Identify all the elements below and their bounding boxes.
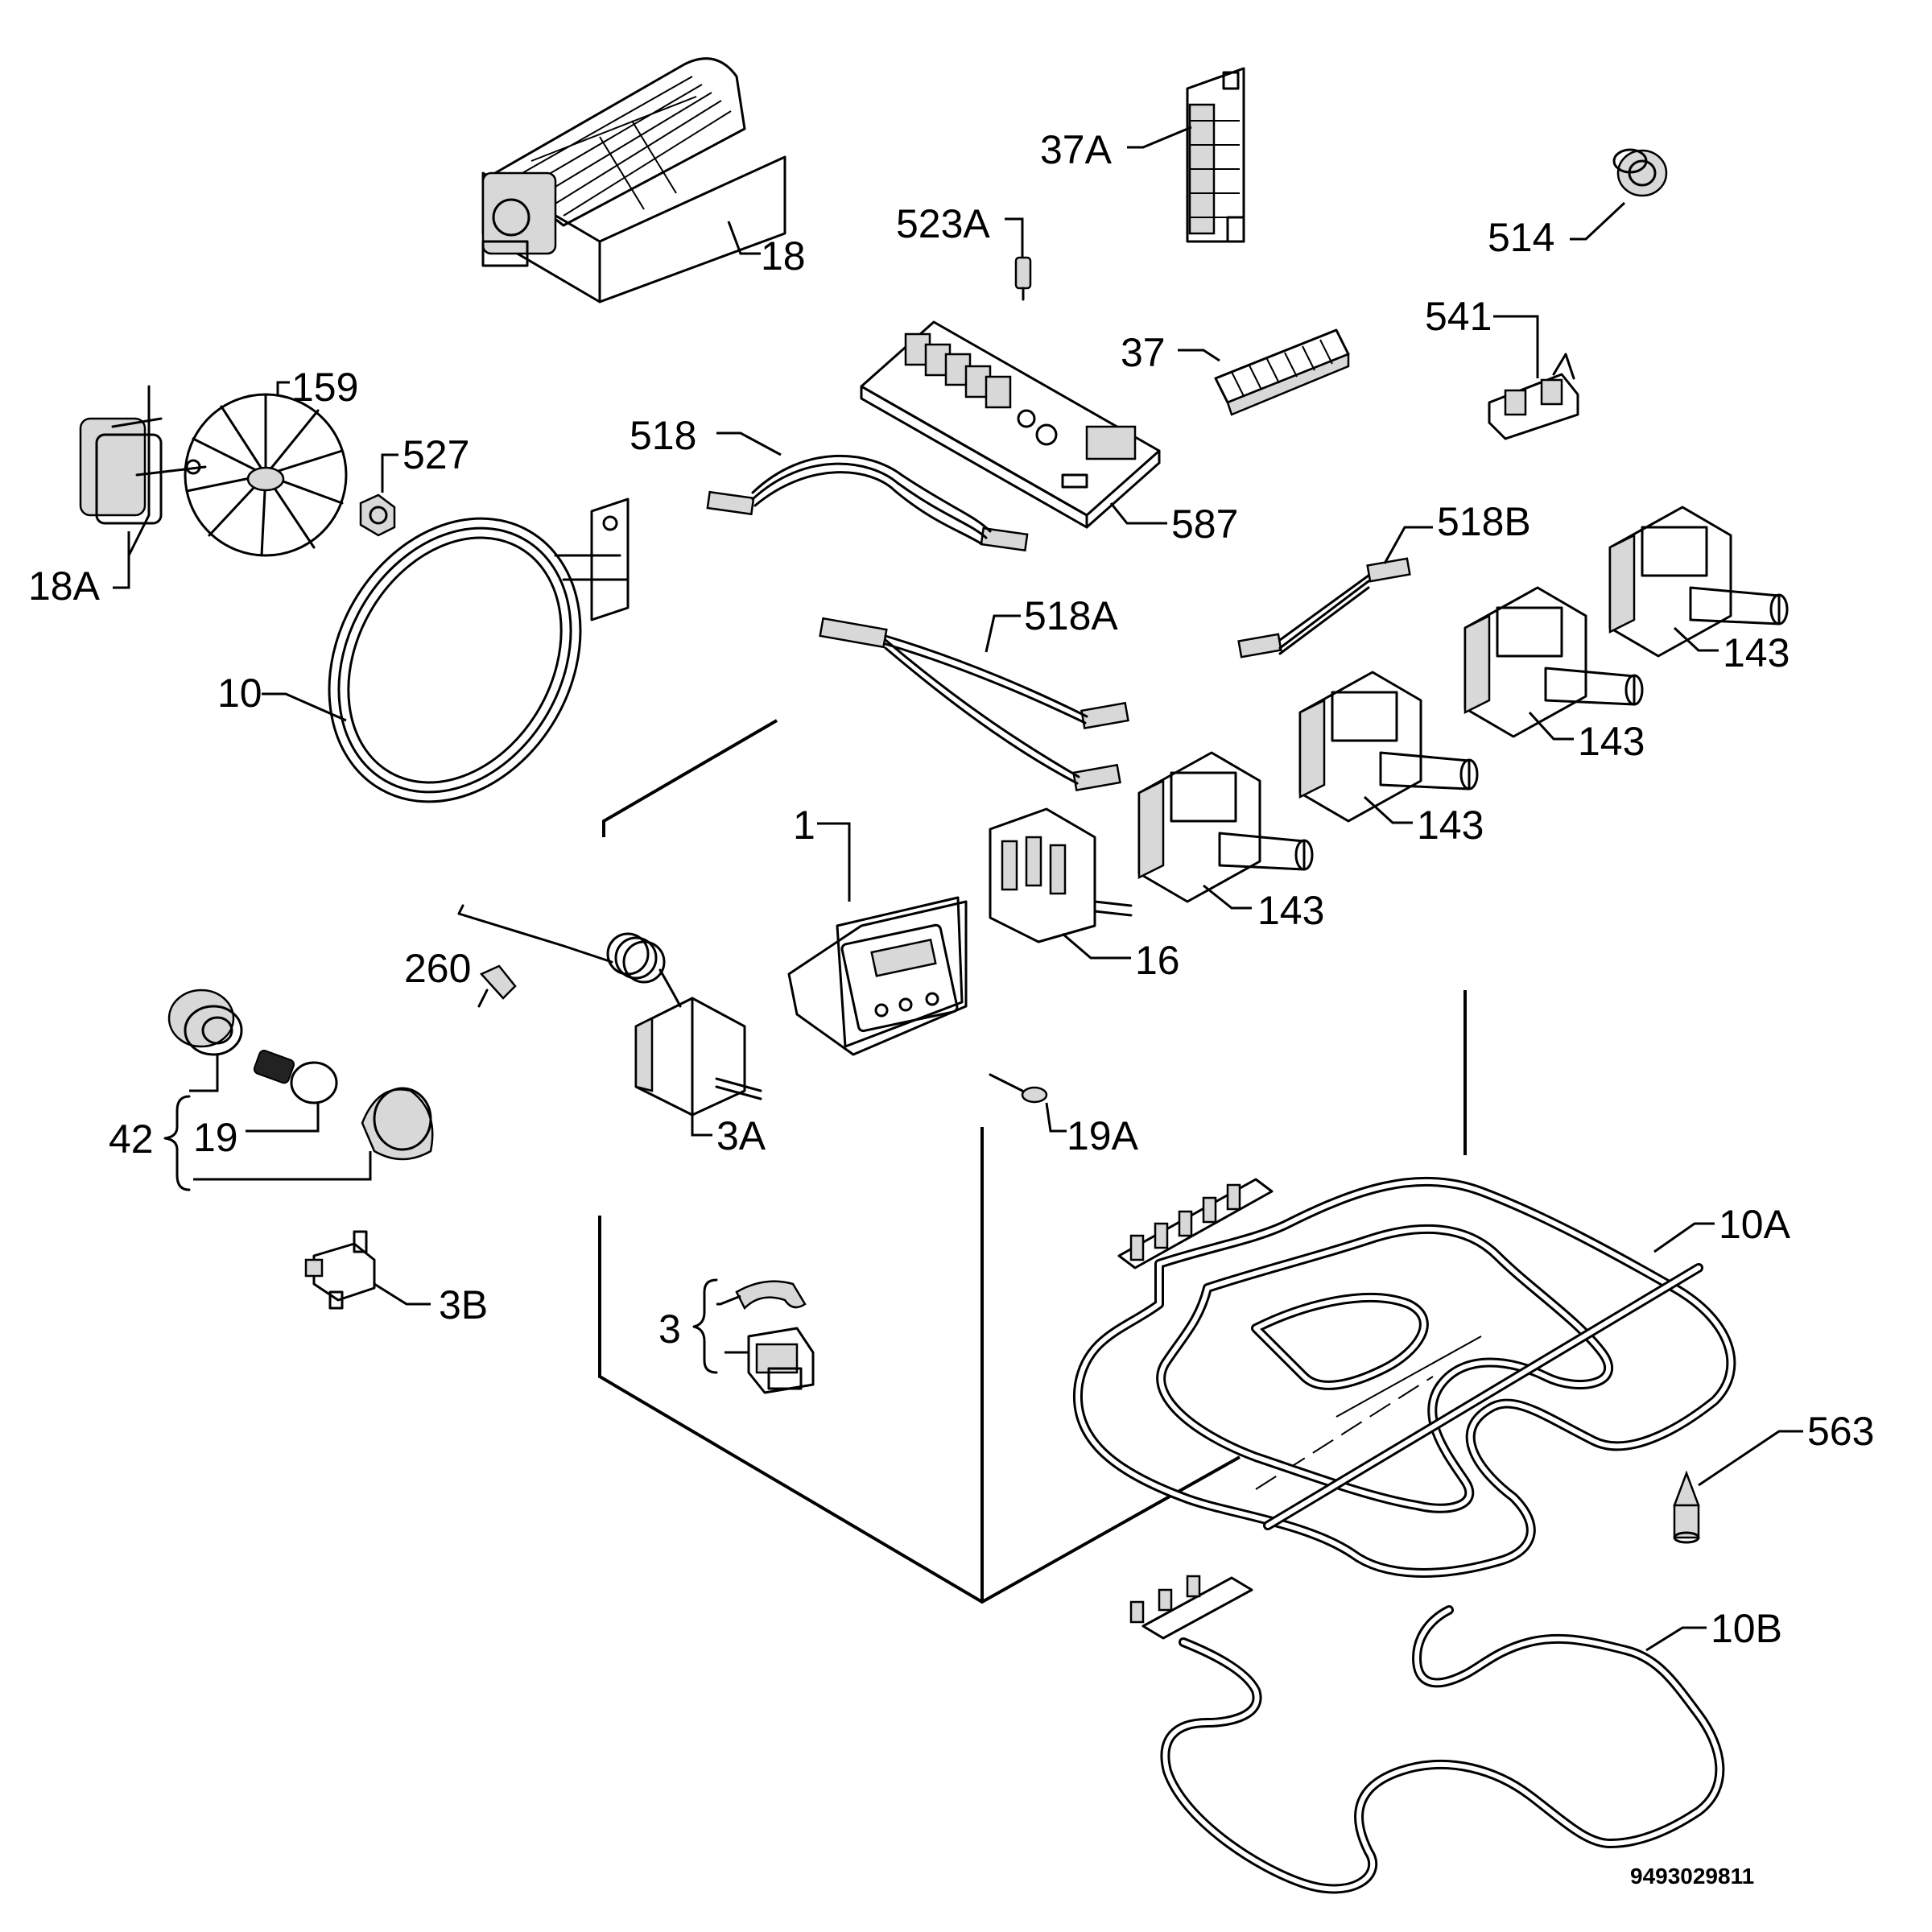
part-3B-thermal-cutout[interactable] (304, 1230, 376, 1310)
oven-cabinet-outline (598, 719, 1482, 1604)
label-518: 518 (630, 413, 696, 458)
label-541: 541 (1425, 294, 1492, 339)
label-10A: 10A (1719, 1202, 1791, 1247)
label-19: 19 (193, 1115, 238, 1160)
part-10-circular-heating-element[interactable] (279, 473, 630, 847)
drawing-number: 9493029811 (1630, 1864, 1754, 1889)
part-514-grommet[interactable] (1612, 148, 1668, 197)
part-260-clip[interactable] (477, 964, 517, 1008)
label-10B: 10B (1711, 1606, 1782, 1651)
label-3: 3 (658, 1307, 681, 1352)
part-518A-cable-harness[interactable] (819, 617, 1129, 791)
label-37: 37 (1121, 330, 1166, 375)
label-37A: 37A (1040, 127, 1113, 172)
part-1-electronic-programmer[interactable] (787, 896, 968, 1056)
label-19A: 19A (1067, 1113, 1139, 1158)
part-518B-ribbon-cable[interactable] (1237, 557, 1411, 658)
part-563-bolt[interactable] (1673, 1470, 1700, 1544)
part-523A-fuse[interactable] (1014, 256, 1032, 301)
label-527: 527 (402, 432, 469, 477)
part-3-thermostat-parts[interactable] (735, 1280, 815, 1394)
part-518-ribbon-cable[interactable] (706, 454, 1029, 552)
part-18A-fan-motor[interactable] (79, 385, 207, 557)
label-523A: 523A (896, 201, 990, 246)
part-10A-grill-element[interactable] (1072, 1176, 1736, 1578)
label-143-2: 143 (1578, 719, 1645, 764)
label-18: 18 (761, 233, 806, 279)
part-42-lamp-cover[interactable] (361, 1087, 434, 1161)
label-587: 587 (1171, 502, 1238, 547)
label-143-4: 143 (1257, 888, 1324, 933)
label-563: 563 (1807, 1409, 1874, 1454)
label-16: 16 (1135, 938, 1180, 983)
label-1: 1 (793, 803, 815, 848)
label-518A: 518A (1024, 593, 1118, 638)
part-42-lamp-holder[interactable] (167, 989, 243, 1056)
part-19A-indicator-lamp[interactable] (989, 1073, 1048, 1104)
part-143-rotary-switch-1[interactable] (1608, 506, 1789, 658)
part-3A-thermostat[interactable] (457, 904, 762, 1117)
part-18-tangential-fan[interactable] (481, 57, 786, 303)
label-260: 260 (404, 946, 471, 991)
label-3B: 3B (439, 1282, 488, 1327)
label-143-3: 143 (1417, 803, 1484, 848)
label-42: 42 (109, 1117, 154, 1162)
label-10: 10 (217, 671, 262, 716)
part-527-nut[interactable] (359, 493, 396, 537)
part-19-lamp-bulb[interactable] (253, 1049, 338, 1104)
label-3A: 3A (716, 1113, 766, 1158)
label-514: 514 (1488, 215, 1554, 260)
part-37A-terminal-block[interactable] (1186, 67, 1245, 243)
part-143-rotary-switch-2[interactable] (1463, 586, 1644, 738)
label-518B: 518B (1437, 499, 1531, 544)
part-143-rotary-switch-3[interactable] (1298, 671, 1479, 823)
label-18A: 18A (28, 564, 101, 609)
part-37-connector-strip[interactable] (1214, 328, 1350, 416)
part-541-door-switch[interactable] (1488, 353, 1579, 440)
part-159-fan-blade[interactable] (184, 393, 348, 557)
part-587-control-board[interactable] (860, 320, 1161, 529)
label-159: 159 (291, 365, 358, 410)
part-143-rotary-switch-4[interactable] (1137, 751, 1314, 903)
part-16-selector-switch[interactable] (989, 807, 1133, 943)
label-143-1: 143 (1723, 630, 1790, 675)
part-10B-bottom-heating-element[interactable] (1129, 1575, 1725, 1894)
